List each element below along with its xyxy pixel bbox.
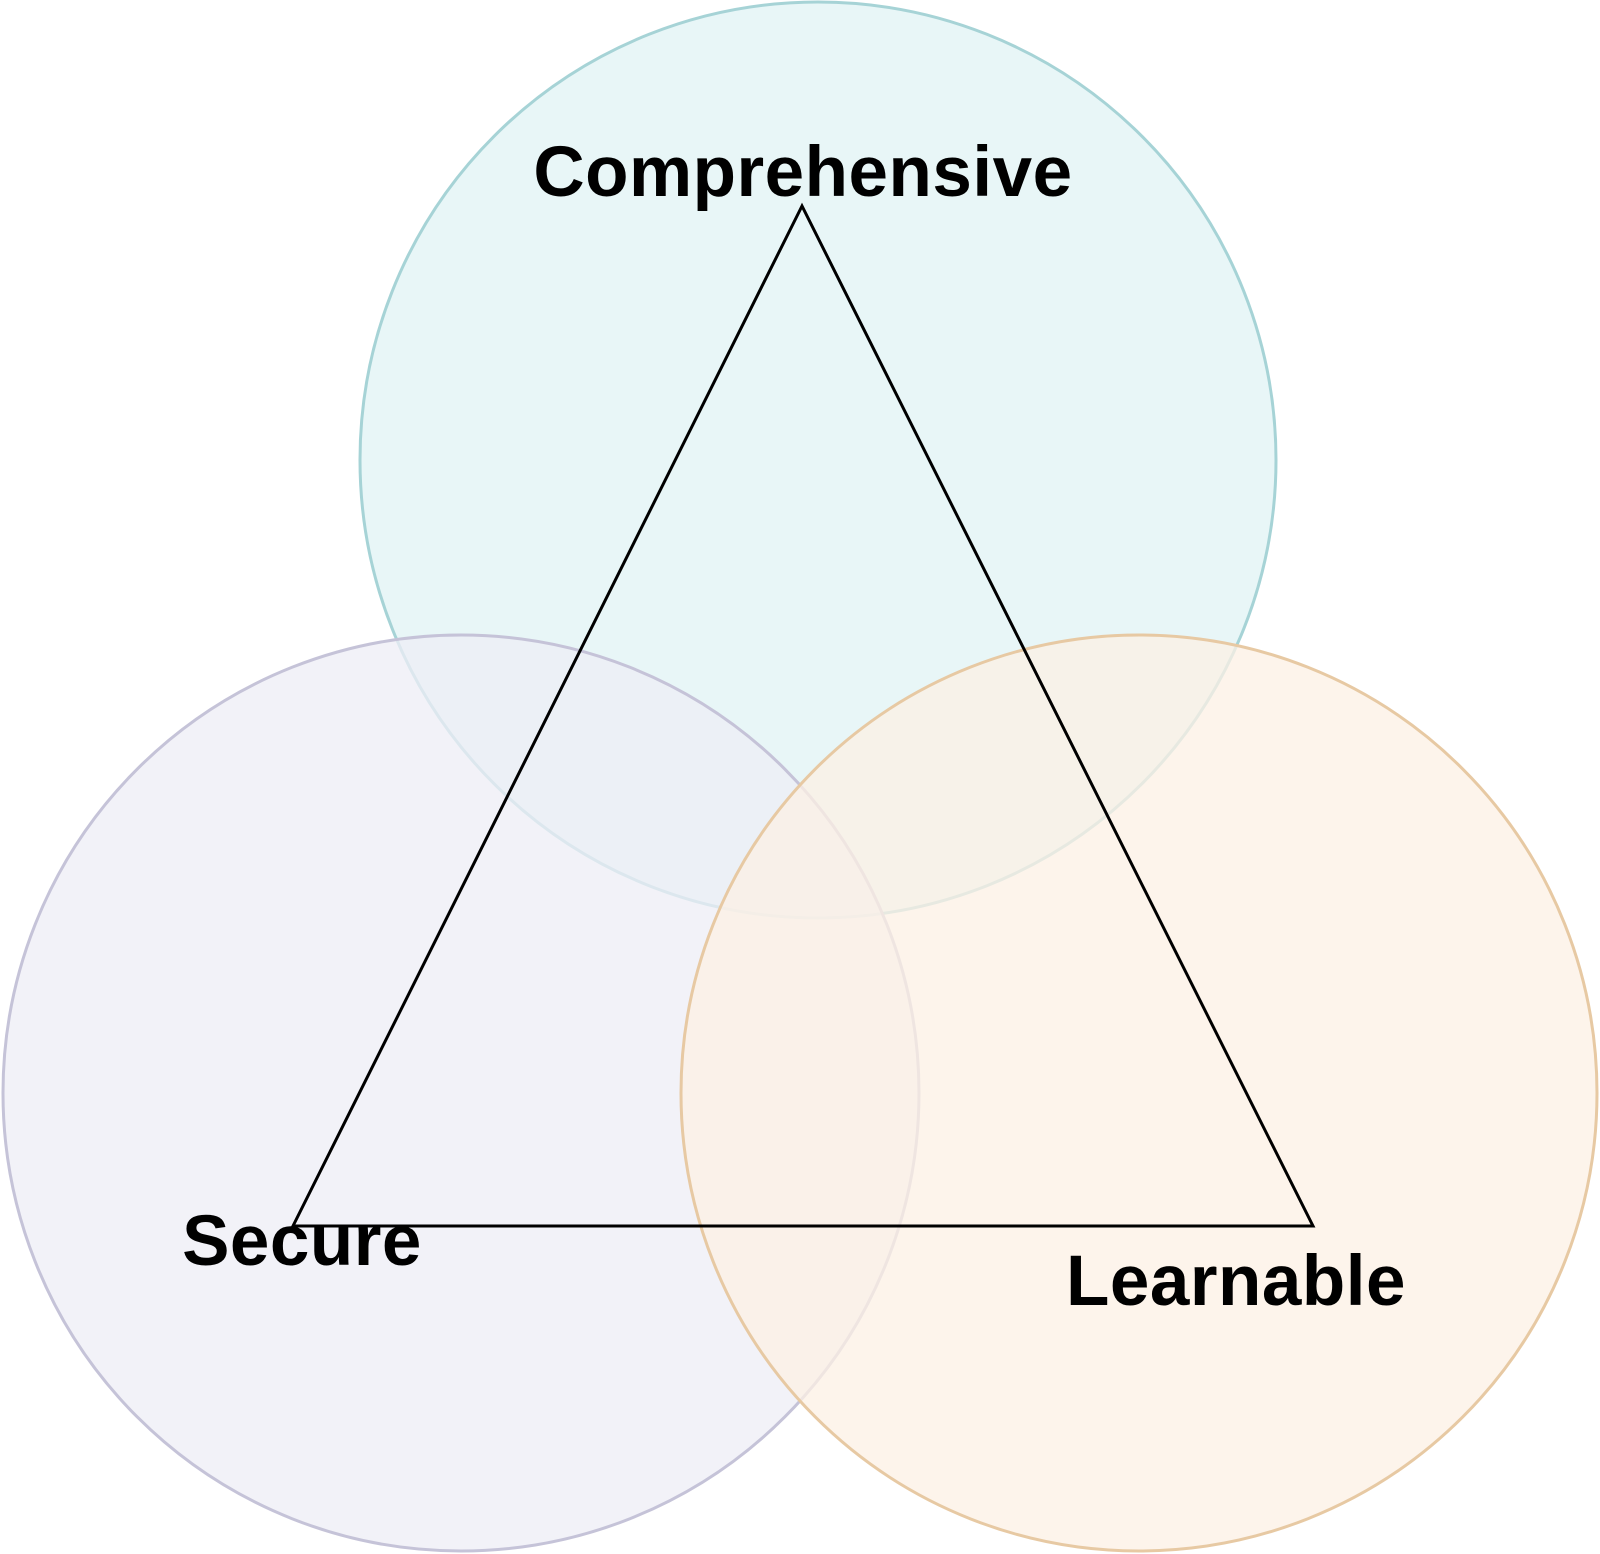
label-comprehensive: Comprehensive <box>533 133 1072 212</box>
label-learnable: Learnable <box>1066 1242 1406 1321</box>
venn-circle-learnable <box>679 633 1599 1553</box>
label-secure: Secure <box>182 1202 422 1281</box>
triangle-outline <box>290 202 1316 1228</box>
